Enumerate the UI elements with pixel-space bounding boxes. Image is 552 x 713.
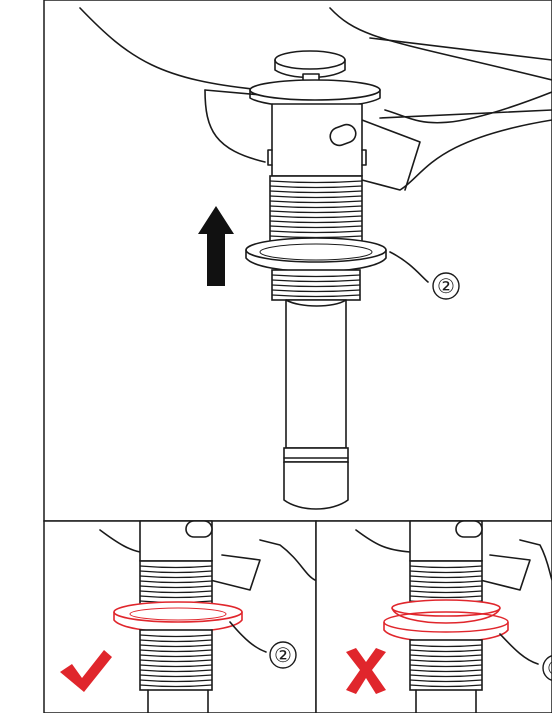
correct-panel: ② [43, 520, 317, 713]
thread-line [409, 664, 483, 668]
thread-line [409, 684, 483, 688]
thread-line [269, 180, 363, 184]
thread-line [139, 679, 213, 683]
thread-body [409, 639, 483, 691]
thread-line [139, 644, 213, 648]
main-panel: ② [43, 0, 552, 522]
popup-cap [249, 50, 381, 108]
thread-line [409, 575, 483, 579]
thread-line [271, 274, 361, 278]
thread-line [139, 674, 213, 678]
thread-line [139, 659, 213, 663]
thread-lines [269, 175, 363, 245]
thread-line [269, 190, 363, 194]
thread-line [139, 580, 213, 584]
incorrect-callout-number: ② [547, 658, 552, 680]
correct-callout-number: ② [274, 645, 292, 667]
correct-callout-circle [269, 641, 297, 669]
correct-gasket [113, 601, 243, 633]
thread-line [409, 674, 483, 678]
thread-line [409, 580, 483, 584]
thread-line [139, 634, 213, 638]
thread-lines [409, 639, 483, 691]
thread-line [139, 639, 213, 643]
thread-line [139, 654, 213, 658]
thread-line [269, 205, 363, 209]
thread-line [409, 654, 483, 658]
main-callout-circle [432, 272, 460, 300]
thread-line [139, 570, 213, 574]
thread-line [139, 590, 213, 594]
correct-callout-leader [229, 621, 267, 653]
thread-line [271, 279, 361, 283]
thread-body [271, 269, 361, 301]
basin-outline [79, 7, 552, 191]
thread-line [139, 575, 213, 579]
thread-line [139, 664, 213, 668]
main-callout-number: ② [437, 276, 455, 298]
incorrect-callout-circle [542, 654, 552, 682]
thread-line [139, 669, 213, 673]
thread-line [409, 679, 483, 683]
thread-line [271, 284, 361, 288]
thread-lines [139, 629, 213, 691]
thread-lines [139, 560, 213, 607]
thread-line [409, 669, 483, 673]
thread-line [269, 215, 363, 219]
main-callout-leader [389, 251, 429, 283]
thread-line [269, 230, 363, 234]
thread-line [409, 565, 483, 569]
thread-line [409, 570, 483, 574]
incorrect-callout-leader [499, 633, 539, 665]
thread-line [139, 649, 213, 653]
tailpiece [283, 299, 349, 510]
thread-line [269, 200, 363, 204]
thread-lines [271, 269, 361, 301]
thread-body [139, 560, 213, 607]
thread-line [269, 210, 363, 214]
thread-line [269, 185, 363, 189]
thread-line [269, 225, 363, 229]
drain-body [267, 103, 367, 177]
thread-lines [409, 560, 483, 604]
thread-line [269, 195, 363, 199]
thread-line [139, 585, 213, 589]
thread-line [409, 644, 483, 648]
thread-line [139, 684, 213, 688]
thread-line [409, 649, 483, 653]
thread-line [271, 294, 361, 298]
checkmark-icon [60, 650, 112, 692]
thread-line [269, 220, 363, 224]
incorrect-panel: ② [315, 520, 552, 713]
thread-line [409, 590, 483, 594]
thread-line [409, 659, 483, 663]
thread-line [139, 595, 213, 599]
thread-line [409, 595, 483, 599]
cross-icon [346, 648, 386, 694]
up-arrow-icon [198, 206, 234, 286]
thread-line [139, 565, 213, 569]
thread-line [271, 289, 361, 293]
thread-line [409, 585, 483, 589]
